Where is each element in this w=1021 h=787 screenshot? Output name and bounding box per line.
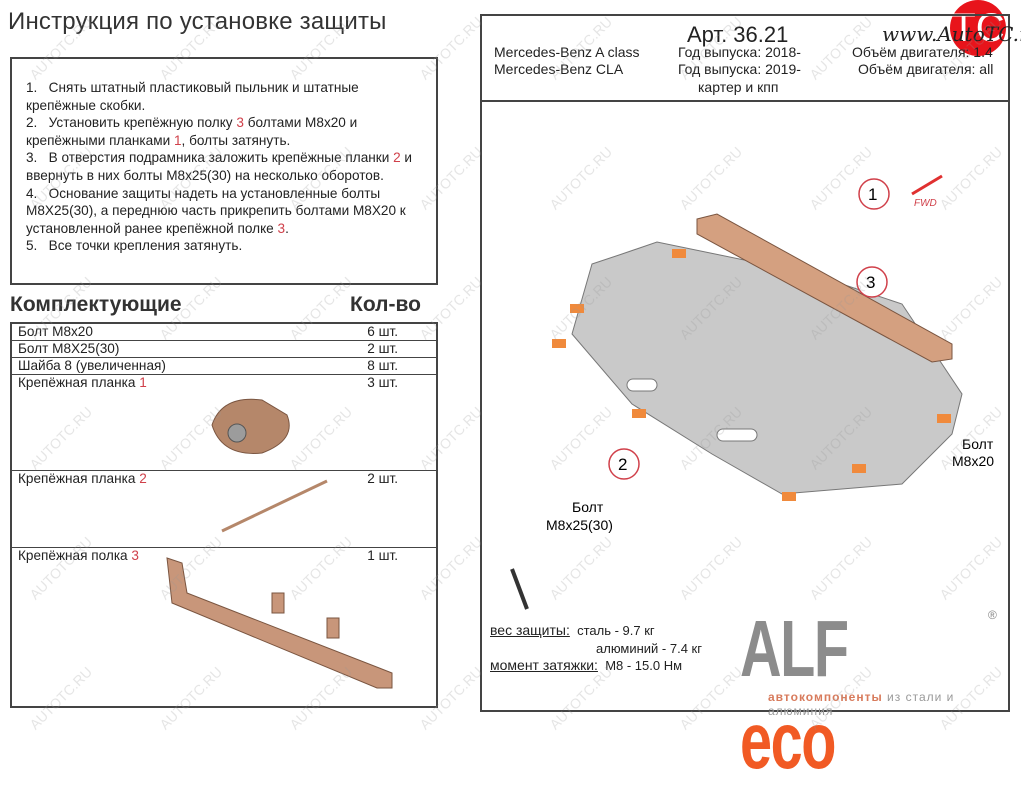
part-name: Крепёжная полка bbox=[18, 548, 132, 563]
bolt1-size: M8x20 bbox=[952, 453, 994, 469]
weight-label: вес защиты: bbox=[490, 622, 570, 638]
part-qty: 2 шт. bbox=[367, 341, 398, 356]
part-qty: 8 шт. bbox=[367, 358, 398, 373]
part-name: Крепёжная планка bbox=[18, 471, 140, 486]
callout-2-label: 2 bbox=[618, 455, 627, 474]
part-name: Крепёжная планка bbox=[18, 375, 140, 390]
registered-mark: ® bbox=[988, 608, 997, 622]
site-url[interactable]: www.AutoTC.ru bbox=[882, 22, 1021, 46]
instructions-box: 1. Снять штатный пластиковый пыльник и ш… bbox=[10, 57, 438, 285]
wrench-icon bbox=[510, 568, 529, 610]
callout-1-label: 1 bbox=[868, 185, 877, 204]
callout-3 bbox=[856, 266, 888, 298]
part-qty: 3 шт. bbox=[367, 375, 398, 390]
brand-tagline: автокомпоненты из стали и алюминия bbox=[768, 690, 955, 718]
page-title: Инструкция по установке защиты bbox=[8, 8, 387, 35]
model-1: Mercedes-Benz A class bbox=[494, 44, 640, 60]
scope: картер и кпп bbox=[698, 79, 779, 95]
part-qty: 1 шт. bbox=[367, 548, 398, 563]
year-2: Год выпуска: 2019- bbox=[678, 61, 801, 77]
part-number: 2 bbox=[139, 471, 147, 486]
table-row: Крепёжная планка 2 2 шт. bbox=[12, 471, 436, 548]
callout-2 bbox=[608, 448, 640, 480]
bolt1-label: Болт bbox=[962, 436, 994, 452]
callout-1 bbox=[858, 178, 890, 210]
torque-label: момент затяжки: bbox=[490, 657, 598, 673]
installation-diagram: 1 3 2 FWD Болт M8x20 Болт M8x25(30) bbox=[510, 174, 994, 610]
qty-heading: Кол-во bbox=[350, 293, 421, 316]
autotc-logo: TC bbox=[950, 0, 1006, 56]
article-number: Арт. 36.21 bbox=[687, 22, 789, 47]
table-row: Крепёжная полка 3 1 шт. bbox=[12, 548, 436, 708]
engine-2: Объём двигателя: all bbox=[858, 61, 994, 77]
part-qty: 2 шт. bbox=[367, 471, 398, 486]
part-name: Болт М8х20 bbox=[18, 324, 93, 339]
year-1: Год выпуска: 2018- bbox=[678, 44, 801, 60]
parts-heading: Комплектующие bbox=[10, 293, 182, 316]
diagram-panel: Арт. 36.21 www.AutoTC.ru Mercedes-Benz A… bbox=[480, 14, 1021, 712]
table-row: Крепёжная планка 1 3 шт. bbox=[12, 375, 436, 471]
parts-table: Болт М8х20 6 шт. Болт М8Х25(30) 2 шт. Шайб… bbox=[10, 322, 438, 708]
callout-3-label: 3 bbox=[866, 273, 875, 292]
fwd-label: FWD bbox=[914, 198, 937, 209]
table-row: Болт М8х20 6 шт. bbox=[12, 324, 436, 341]
part-number: 3 bbox=[131, 548, 139, 563]
instruction-step: 4. Основание защиты надеть на установлен… bbox=[26, 185, 406, 236]
plate-2-image bbox=[221, 479, 328, 533]
torque-value: M8 - 15.0 Нм bbox=[605, 658, 683, 673]
part-number: 1 bbox=[139, 375, 147, 390]
mount-pads bbox=[552, 249, 951, 501]
instruction-step: 5. Все точки крепления затянуть. bbox=[26, 238, 243, 254]
aluminium-weight: алюминий - 7.4 кг bbox=[596, 640, 702, 656]
specs: вес защиты: сталь - 9.7 кг алюминий - 7.… bbox=[490, 622, 702, 675]
table-row: Шайба 8 (увеличенная) 8 шт. bbox=[12, 358, 436, 375]
mounting-shelf bbox=[696, 213, 953, 363]
part-name: Шайба 8 (увеличенная) bbox=[18, 358, 166, 373]
instruction-step: 3. В отверстия подрамника заложить крепё… bbox=[26, 150, 413, 183]
table-row: Болт М8Х25(30) 2 шт. bbox=[12, 341, 436, 358]
part-name: Болт М8Х25(30) bbox=[18, 341, 120, 356]
product-header: Арт. 36.21 www.AutoTC.ru Mercedes-Benz A… bbox=[482, 16, 1021, 102]
part-qty: 6 шт. bbox=[367, 324, 398, 339]
instruction-step: 1. Снять штатный пластиковый пыльник и ш… bbox=[26, 80, 359, 113]
shelf-3-image bbox=[166, 557, 393, 689]
fwd-arrow-icon bbox=[911, 174, 943, 196]
bolt2-label: Болт bbox=[572, 499, 604, 515]
model-2: Mercedes-Benz CLA bbox=[494, 61, 624, 77]
engine-1: Объём двигателя: 1.4 bbox=[852, 44, 993, 60]
plate-1-image bbox=[211, 398, 290, 454]
steel-weight: сталь - 9.7 кг bbox=[577, 623, 655, 638]
instruction-step: 2. Установить крепёжную полку 3 болтами … bbox=[26, 115, 358, 148]
bolt2-size: M8x25(30) bbox=[546, 517, 613, 533]
